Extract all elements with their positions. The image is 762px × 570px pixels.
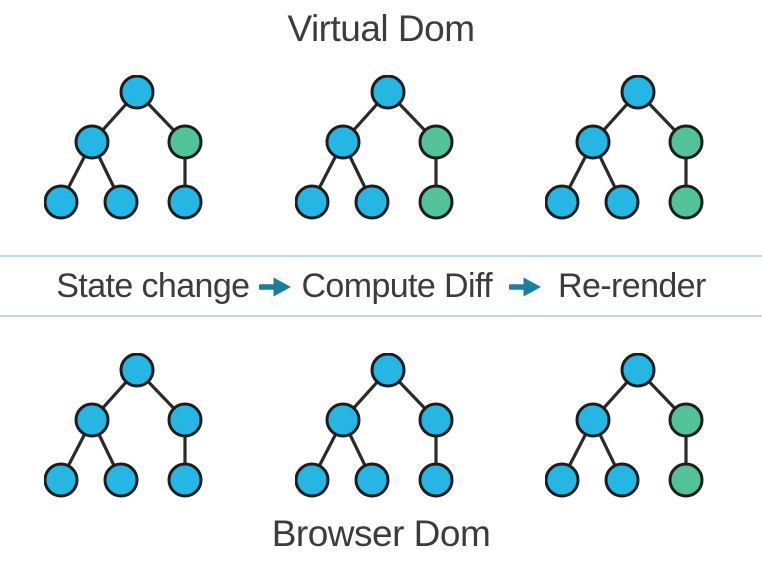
virtual-tree-2 bbox=[294, 74, 453, 220]
tree-node-root bbox=[370, 74, 405, 110]
pipeline-step-state-change: State change bbox=[56, 266, 250, 305]
browser-tree-2 bbox=[294, 352, 453, 498]
tree-node-right bbox=[167, 402, 203, 438]
tree-node-leaf2 bbox=[354, 462, 389, 498]
tree-node-leaf1 bbox=[294, 184, 329, 220]
tree-node-left bbox=[74, 124, 110, 160]
tree-node-leaf2 bbox=[103, 462, 139, 498]
tree-node-root bbox=[119, 352, 155, 388]
tree-node-left bbox=[325, 124, 360, 160]
tree-node-right bbox=[668, 402, 704, 438]
virtual-tree-1 bbox=[44, 74, 203, 220]
arrow-right-icon bbox=[508, 276, 542, 298]
tree-node-leaf1 bbox=[545, 184, 580, 220]
tree-node-right bbox=[418, 124, 453, 160]
tree-node-root bbox=[370, 352, 405, 388]
tree-node-right bbox=[668, 124, 704, 160]
tree-node-leaf2 bbox=[604, 184, 640, 220]
tree-node-leaf3 bbox=[418, 462, 453, 498]
tree-node-leaf1 bbox=[545, 462, 580, 498]
browser-tree-1 bbox=[44, 352, 203, 498]
virtual-tree-3 bbox=[545, 74, 704, 220]
tree-node-leaf2 bbox=[103, 184, 139, 220]
tree-node-right bbox=[167, 124, 203, 160]
browser-tree-3 bbox=[545, 352, 704, 498]
tree-node-left bbox=[74, 402, 110, 438]
arrow-right-icon bbox=[258, 276, 292, 298]
tree-node-leaf3 bbox=[167, 184, 203, 220]
tree-node-leaf2 bbox=[604, 462, 640, 498]
tree-node-root bbox=[119, 74, 155, 110]
tree-node-right bbox=[418, 402, 453, 438]
tree-node-leaf3 bbox=[418, 184, 453, 220]
tree-node-root bbox=[620, 74, 656, 110]
tree-node-left bbox=[325, 402, 360, 438]
tree-node-leaf1 bbox=[44, 184, 79, 220]
virtual-dom-tree-row bbox=[0, 74, 762, 225]
tree-node-root bbox=[620, 352, 656, 388]
tree-node-left bbox=[575, 124, 611, 160]
tree-node-leaf3 bbox=[668, 462, 704, 498]
tree-node-leaf3 bbox=[668, 184, 704, 220]
tree-node-leaf3 bbox=[167, 462, 203, 498]
tree-node-leaf2 bbox=[354, 184, 389, 220]
tree-node-leaf1 bbox=[294, 462, 329, 498]
pipeline-step-compute-diff: Compute Diff bbox=[301, 266, 493, 305]
virtual-dom-title: Virtual Dom bbox=[287, 8, 475, 49]
tree-node-leaf1 bbox=[44, 462, 79, 498]
browser-dom-title: Browser Dom bbox=[271, 512, 491, 554]
pipeline-step-re-render: Re-render bbox=[558, 266, 706, 305]
pipeline-band: State change Compute Diff Re-render bbox=[0, 254, 762, 317]
browser-dom-tree-row bbox=[0, 352, 762, 503]
tree-node-left bbox=[575, 402, 611, 438]
